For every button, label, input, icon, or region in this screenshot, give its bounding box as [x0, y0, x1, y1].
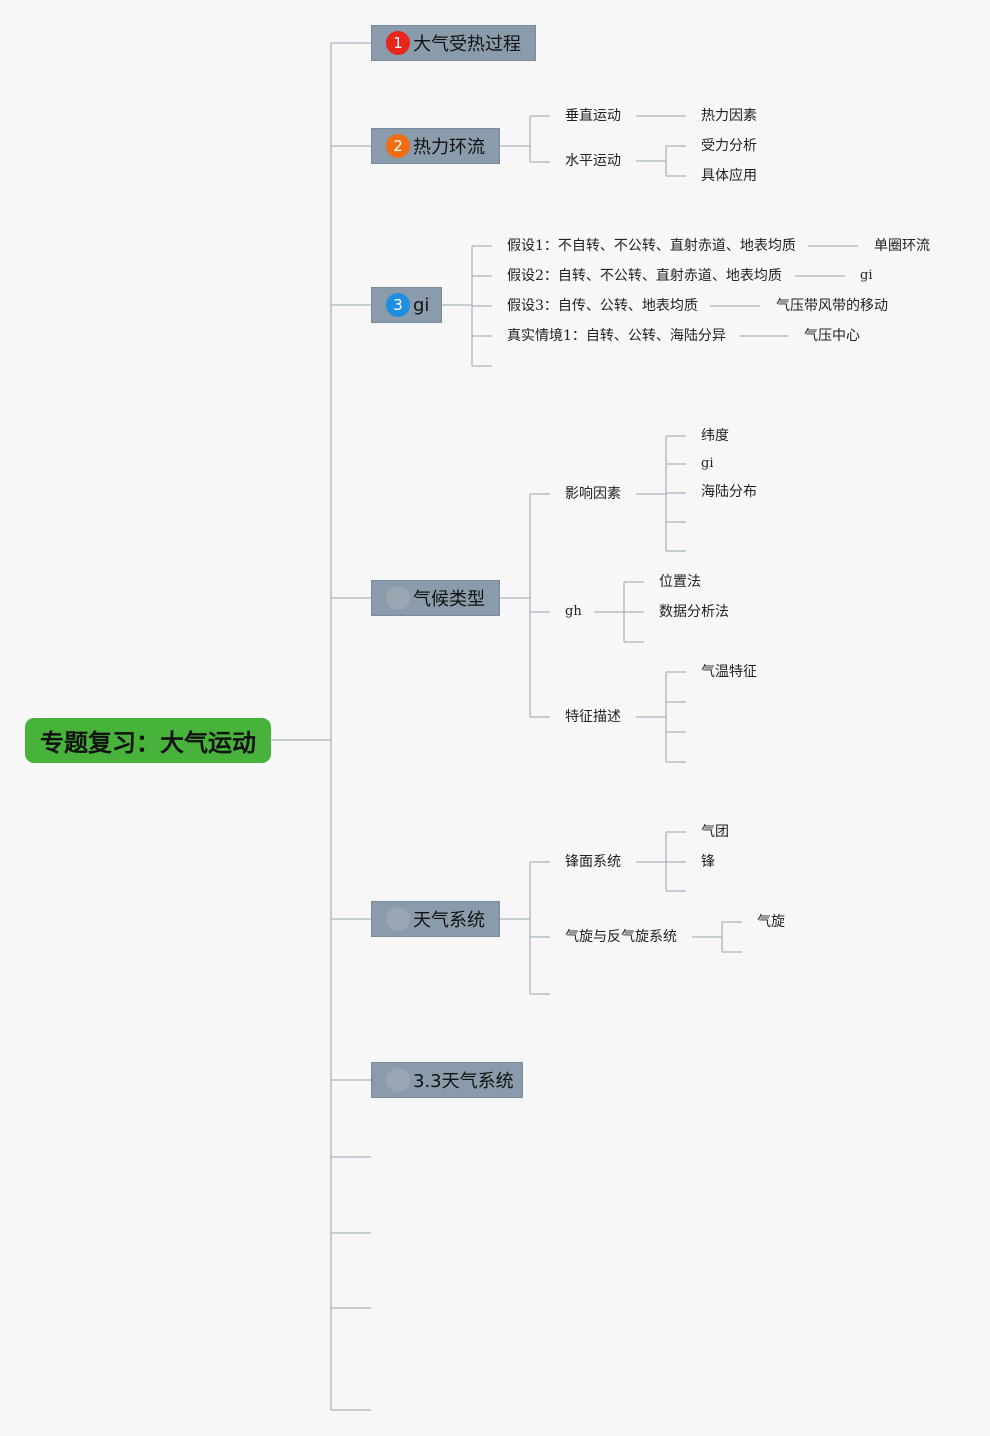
topic-label: 3.3天气系统	[413, 1071, 514, 1092]
badge-icon	[386, 907, 410, 931]
subtopic-gh[interactable]: gh	[565, 604, 582, 619]
subtopic-force-analysis[interactable]: 受力分析	[701, 138, 757, 154]
subtopic-horizontal-motion[interactable]: 水平运动	[565, 153, 621, 169]
topic-label: 热力环流	[413, 137, 485, 158]
subtopic-thermal-factor[interactable]: 热力因素	[701, 108, 757, 124]
subtopic-front[interactable]: 锋	[701, 854, 715, 870]
subtopic-assumption-3[interactable]: 假设3：自传、公转、地表均质	[507, 298, 698, 314]
subtopic-gi-factor[interactable]: gi	[701, 456, 714, 471]
topic-gi[interactable]: 3 gi	[371, 287, 442, 323]
topic-label: 大气受热过程	[413, 34, 521, 55]
subtopic-front-system[interactable]: 锋面系统	[565, 854, 621, 870]
badge-3-icon: 3	[386, 293, 410, 317]
topic-atmospheric-heating[interactable]: 1 大气受热过程	[371, 25, 536, 61]
subtopic-real-case-1[interactable]: 真实情境1：自转、公转、海陆分异	[507, 328, 726, 344]
subtopic-pressure-center[interactable]: 气压中心	[804, 328, 860, 344]
subtopic-application[interactable]: 具体应用	[701, 168, 757, 184]
subtopic-air-mass[interactable]: 气团	[701, 824, 729, 840]
subtopic-influencing-factors[interactable]: 影响因素	[565, 486, 621, 502]
subtopic-single-cell[interactable]: 单圈环流	[874, 238, 930, 254]
subtopic-assumption-1[interactable]: 假设1：不自转、不公转、直射赤道、地表均质	[507, 238, 796, 254]
subtopic-cyclone-anticyclone[interactable]: 气旋与反气旋系统	[565, 929, 677, 945]
topic-label: 气候类型	[413, 589, 485, 610]
topic-weather-systems[interactable]: 天气系统	[371, 901, 500, 937]
badge-icon	[386, 1068, 410, 1092]
topic-thermal-circulation[interactable]: 2 热力环流	[371, 128, 500, 164]
badge-2-icon: 2	[386, 134, 410, 158]
subtopic-feature-description[interactable]: 特征描述	[565, 709, 621, 725]
subtopic-data-analysis[interactable]: 数据分析法	[659, 604, 729, 620]
badge-1-icon: 1	[386, 31, 410, 55]
subtopic-position-method[interactable]: 位置法	[659, 574, 701, 590]
subtopic-gi-child[interactable]: gi	[860, 268, 873, 283]
subtopic-cyclone[interactable]: 气旋	[757, 914, 785, 930]
topic-climate-types[interactable]: 气候类型	[371, 580, 500, 616]
subtopic-land-sea[interactable]: 海陆分布	[701, 484, 757, 500]
topic-label: 天气系统	[413, 910, 485, 931]
root-topic[interactable]: 专题复习：大气运动	[25, 718, 271, 763]
subtopic-vertical-motion[interactable]: 垂直运动	[565, 108, 621, 124]
badge-icon	[386, 586, 410, 610]
subtopic-latitude[interactable]: 纬度	[701, 428, 729, 444]
topic-label: gi	[413, 294, 430, 316]
root-topic-label: 专题复习：大气运动	[40, 729, 256, 757]
subtopic-temperature-feature[interactable]: 气温特征	[701, 664, 757, 680]
subtopic-belt-shift[interactable]: 气压带风带的移动	[776, 298, 888, 314]
topic-weather-systems-3-3[interactable]: 3.3天气系统	[371, 1062, 523, 1098]
subtopic-assumption-2[interactable]: 假设2：自转、不公转、直射赤道、地表均质	[507, 268, 782, 284]
